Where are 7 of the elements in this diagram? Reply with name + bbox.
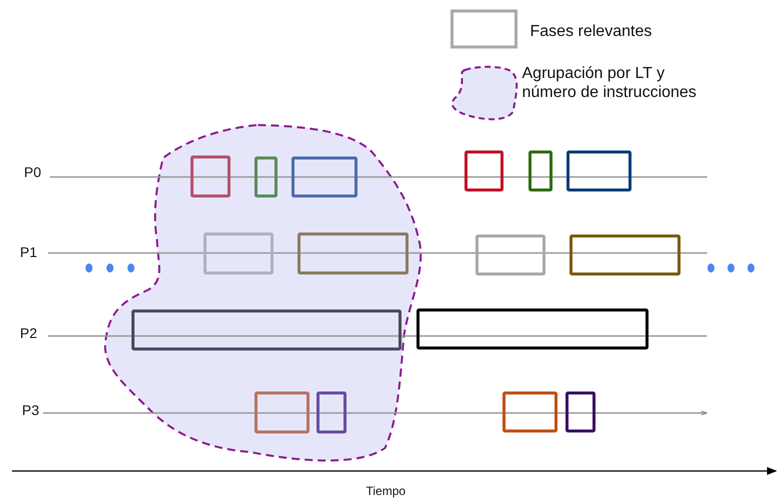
process-label: P0 xyxy=(24,164,42,181)
legend-text: Agrupación por LT y número de instrucciones xyxy=(522,64,698,102)
axis-label: Tiempo xyxy=(366,484,406,498)
legend-text: Fases relevantes xyxy=(530,22,652,42)
process-label: P3 xyxy=(22,402,40,419)
process-label: P2 xyxy=(20,325,38,342)
process-label: P1 xyxy=(20,244,38,261)
